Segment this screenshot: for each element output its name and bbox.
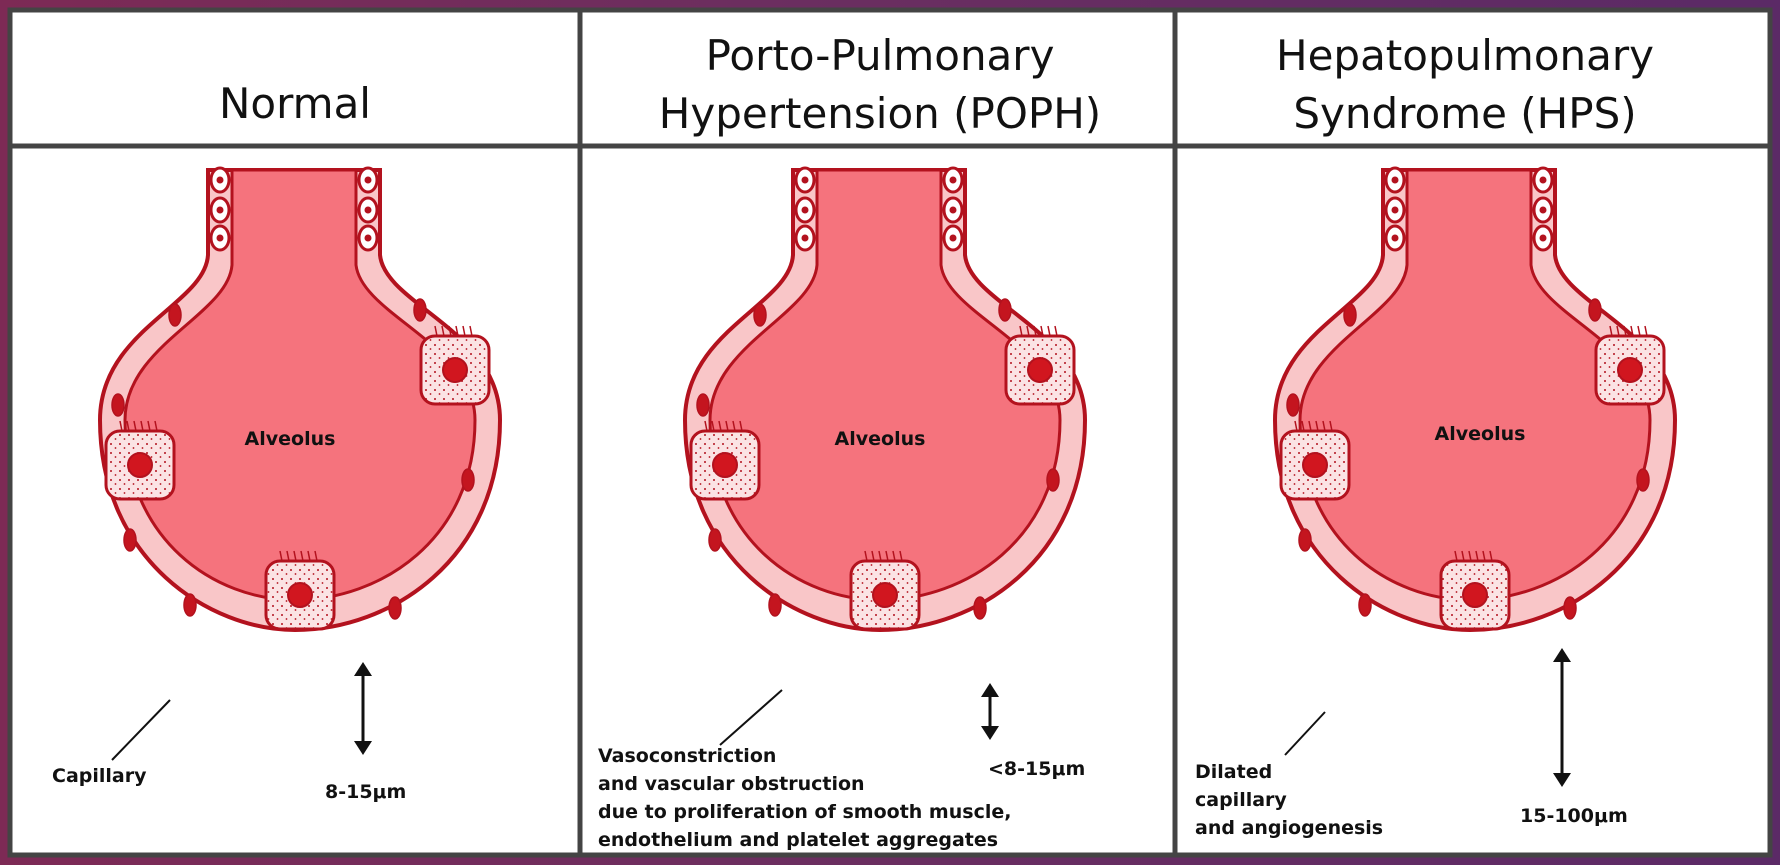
wall-nucleus [999,299,1011,321]
vessel-label-line4: endothelium and platelet aggregates [598,829,998,851]
cell-nucleus [365,235,372,242]
cell-nucleus [950,235,957,242]
vessel-label-line1: Vasoconstriction [598,745,776,767]
vessel-label-line2: capillary [1195,789,1287,811]
panel-title-line2: Hypertension (POPH) [659,89,1101,138]
vessel-label-line3: and angiogenesis [1195,817,1383,839]
cell-nucleus [1392,235,1399,242]
cell-nucleus [802,177,809,184]
diameter-measurement: <8-15μm [988,758,1085,780]
cell-nucleus [1463,583,1487,607]
cell-nucleus [365,207,372,214]
cell-nucleus [802,235,809,242]
cell-nucleus [365,177,372,184]
wall-nucleus [1047,469,1059,491]
vessel-label-line3: due to proliferation of smooth muscle, [598,801,1011,823]
cell-nucleus [217,207,224,214]
vessel-label-line1: Dilated [1195,761,1272,783]
alveolus-label: Alveolus [1435,423,1526,445]
wall-nucleus [124,529,136,551]
wall-nucleus [709,529,721,551]
wall-nucleus [1589,299,1601,321]
wall-nucleus [1344,304,1356,326]
cell-nucleus [217,177,224,184]
vessel-label-line2: and vascular obstruction [598,773,865,795]
cell-nucleus [1540,207,1547,214]
wall-nucleus [1299,529,1311,551]
cell-nucleus [1540,177,1547,184]
wall-nucleus [1564,597,1576,619]
cell-nucleus [217,235,224,242]
vessel-label: Capillary [52,765,147,787]
wall-nucleus [414,299,426,321]
cell-nucleus [950,177,957,184]
panel-title-line1: Hepatopulmonary [1276,31,1654,80]
wall-nucleus [1359,594,1371,616]
panel-title-line1: Porto-Pulmonary [706,31,1055,80]
cell-nucleus [1392,177,1399,184]
wall-nucleus [389,597,401,619]
cell-nucleus [128,453,152,477]
alveolus-label: Alveolus [245,428,336,450]
cell-nucleus [713,453,737,477]
cell-nucleus [950,207,957,214]
wall-nucleus [754,304,766,326]
cell-nucleus [1028,358,1052,382]
cell-nucleus [1618,358,1642,382]
wall-nucleus [1287,394,1299,416]
cell-nucleus [802,207,809,214]
cell-nucleus [1392,207,1399,214]
wall-nucleus [112,394,124,416]
wall-nucleus [169,304,181,326]
wall-nucleus [697,394,709,416]
diameter-measurement: 8-15μm [325,781,406,803]
cell-nucleus [288,583,312,607]
panel-title-line2: Syndrome (HPS) [1293,89,1636,138]
wall-nucleus [974,597,986,619]
panel-title: Normal [219,79,371,128]
diameter-measurement: 15-100μm [1520,805,1628,827]
wall-nucleus [462,469,474,491]
alveolus-label: Alveolus [835,428,926,450]
wall-nucleus [184,594,196,616]
wall-nucleus [769,594,781,616]
cell-nucleus [1540,235,1547,242]
cell-nucleus [1303,453,1327,477]
wall-nucleus [1637,469,1649,491]
cell-nucleus [443,358,467,382]
cell-nucleus [873,583,897,607]
